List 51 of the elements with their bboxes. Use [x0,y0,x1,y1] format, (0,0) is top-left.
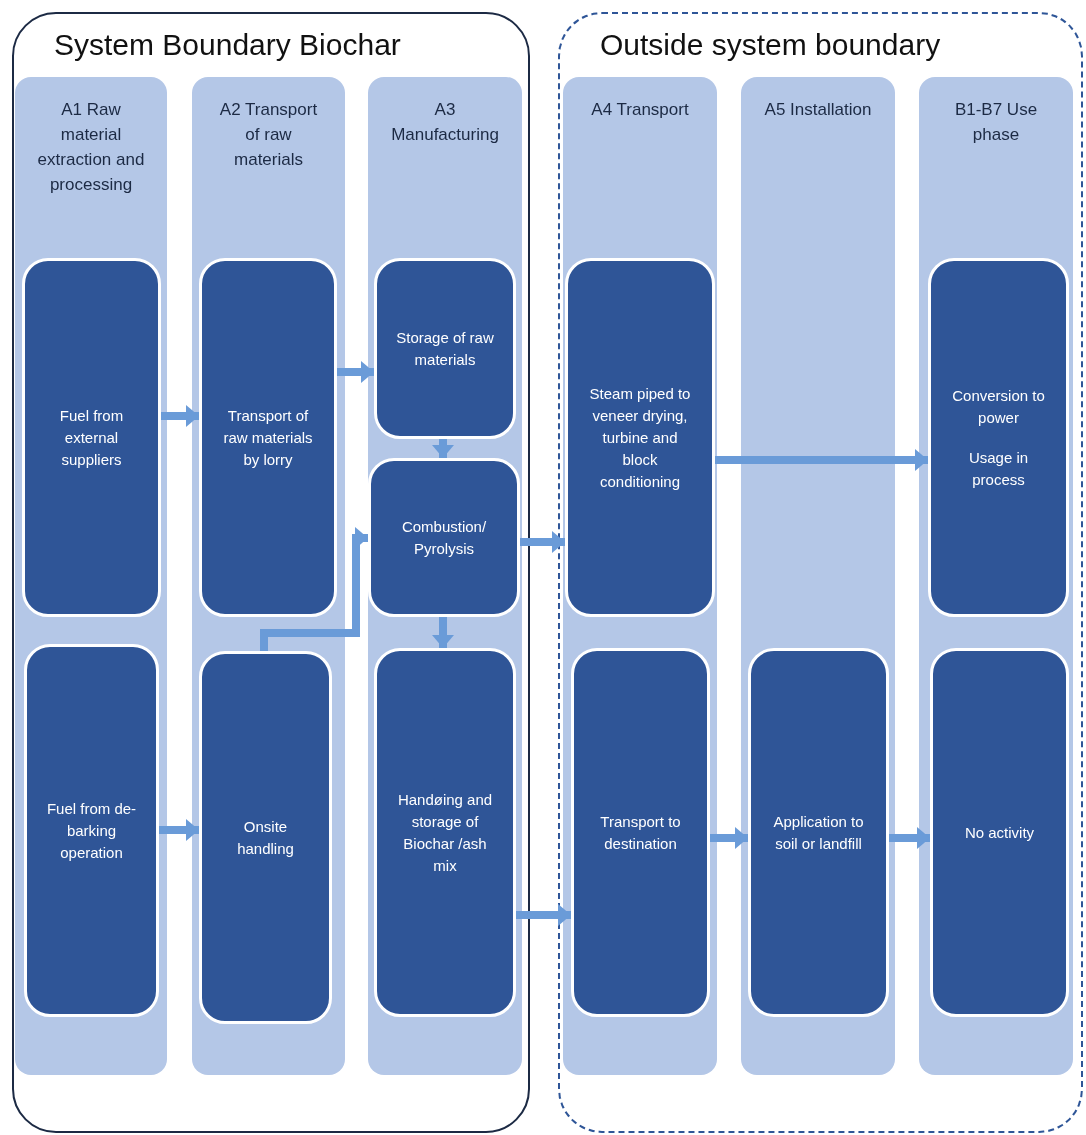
boundary-title: System Boundary Biochar [54,28,401,62]
arrow [710,827,748,849]
box-label: Application to soil or landfill [772,811,865,854]
arrow [159,819,199,841]
process-box [928,258,1069,617]
arrow [260,527,368,651]
stage-column [15,77,167,1075]
box-label: Fuel from de-barking operation [45,798,138,863]
arrow [161,405,199,427]
stage-column [192,77,345,1075]
process-box [374,648,516,1017]
process-box [748,648,889,1017]
box-label: Transport to destination [599,811,682,854]
process-box [930,648,1069,1017]
process-box [368,458,520,617]
stage-column [919,77,1073,1075]
stage-column [368,77,522,1075]
system-boundary-frame [12,12,530,1133]
process-box [22,258,161,617]
box-label: Onsite handling [236,816,295,859]
boundary-title: Outside system boundary [600,28,941,62]
box-label: Conversion to power [951,385,1046,428]
process-box [374,258,516,439]
process-box [565,258,715,617]
stage-heading: B1-B7 Use phase [953,99,1039,146]
box-label: Handøing and storage of Biochar /ash mix [396,789,494,876]
process-box [24,644,159,1017]
box-label: Transport of raw materials by lorry [222,405,314,470]
arrow [889,827,930,849]
stage-heading: A4 Transport [590,99,690,121]
arrow [516,904,571,926]
box-label: Usage in process [967,447,1030,490]
box-label: Storage of raw materials [395,327,495,370]
stage-heading: A3 Manufacturing [390,99,500,146]
stage-heading: A2 Transport of raw materials [218,99,319,171]
outside-boundary-frame [558,12,1083,1133]
box-label: No activity [964,822,1035,843]
process-box [199,651,332,1024]
arrow [432,439,454,458]
box-label: Fuel from external suppliers [58,405,125,470]
stage-column [741,77,895,1075]
process-box [199,258,337,617]
arrow [337,361,374,383]
box-label: Steam piped to veneer drying, turbine and block conditioning [588,383,692,492]
box-label: Combustion/ Pyrolysis [400,516,488,559]
arrow [715,449,928,471]
arrow [432,617,454,648]
stage-heading: A5 Installation [763,99,873,121]
stage-heading: A1 Raw material extraction and processing [37,99,145,196]
process-box [571,648,710,1017]
stage-column [563,77,717,1075]
